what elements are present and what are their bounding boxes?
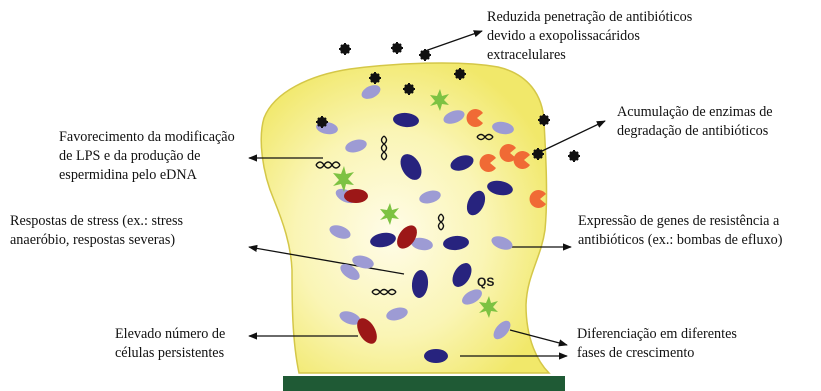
label-stress: Respostas de stress (ex.: stress anaerób…: [10, 212, 183, 250]
label-differentiation: Diferenciação em diferentes fases de cre…: [577, 325, 737, 363]
arrow-penetration: [425, 31, 482, 51]
substrate-base: [283, 376, 565, 391]
label-edna: Favorecimento da modificação de LPS e da…: [59, 128, 235, 185]
arrow-enzymes: [540, 121, 605, 152]
label-penetration: Reduzida penetração de antibióticos devi…: [487, 8, 692, 65]
label-persisters: Elevado número de células persistentes: [115, 325, 225, 363]
label-resistance: Expressão de genes de resistência a anti…: [578, 212, 783, 250]
label-enzymes: Acumulação de enzimas de degradação de a…: [617, 103, 773, 141]
qs-label: QS: [477, 275, 494, 289]
